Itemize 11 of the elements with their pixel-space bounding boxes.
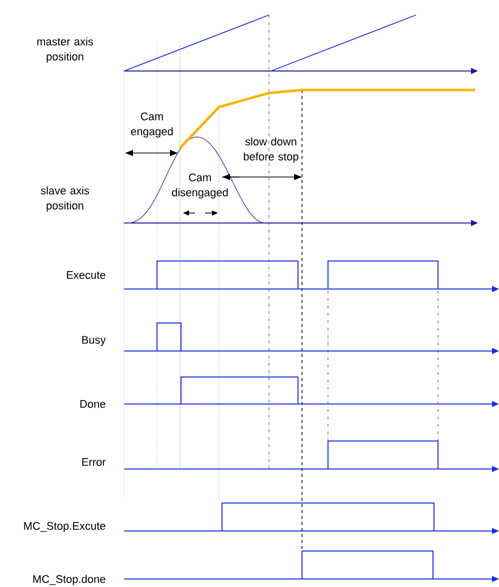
annotation-text: slow down before stop: [244, 137, 298, 163]
signal-label: MC_Stop.Excute: [24, 522, 106, 532]
axis-label: slave axis position: [40, 186, 90, 212]
signal-label: Error: [82, 458, 106, 466]
signal-label: Execute: [66, 271, 106, 279]
signal-label: Busy: [82, 336, 106, 346]
annotation-text: Cam disengaged: [172, 174, 228, 198]
annotation-text: Cam engaged: [131, 112, 173, 138]
signal-label: MC_Stop.done: [33, 574, 106, 586]
axis-label: master axis position: [37, 37, 93, 63]
signal-label: Done: [80, 400, 106, 408]
